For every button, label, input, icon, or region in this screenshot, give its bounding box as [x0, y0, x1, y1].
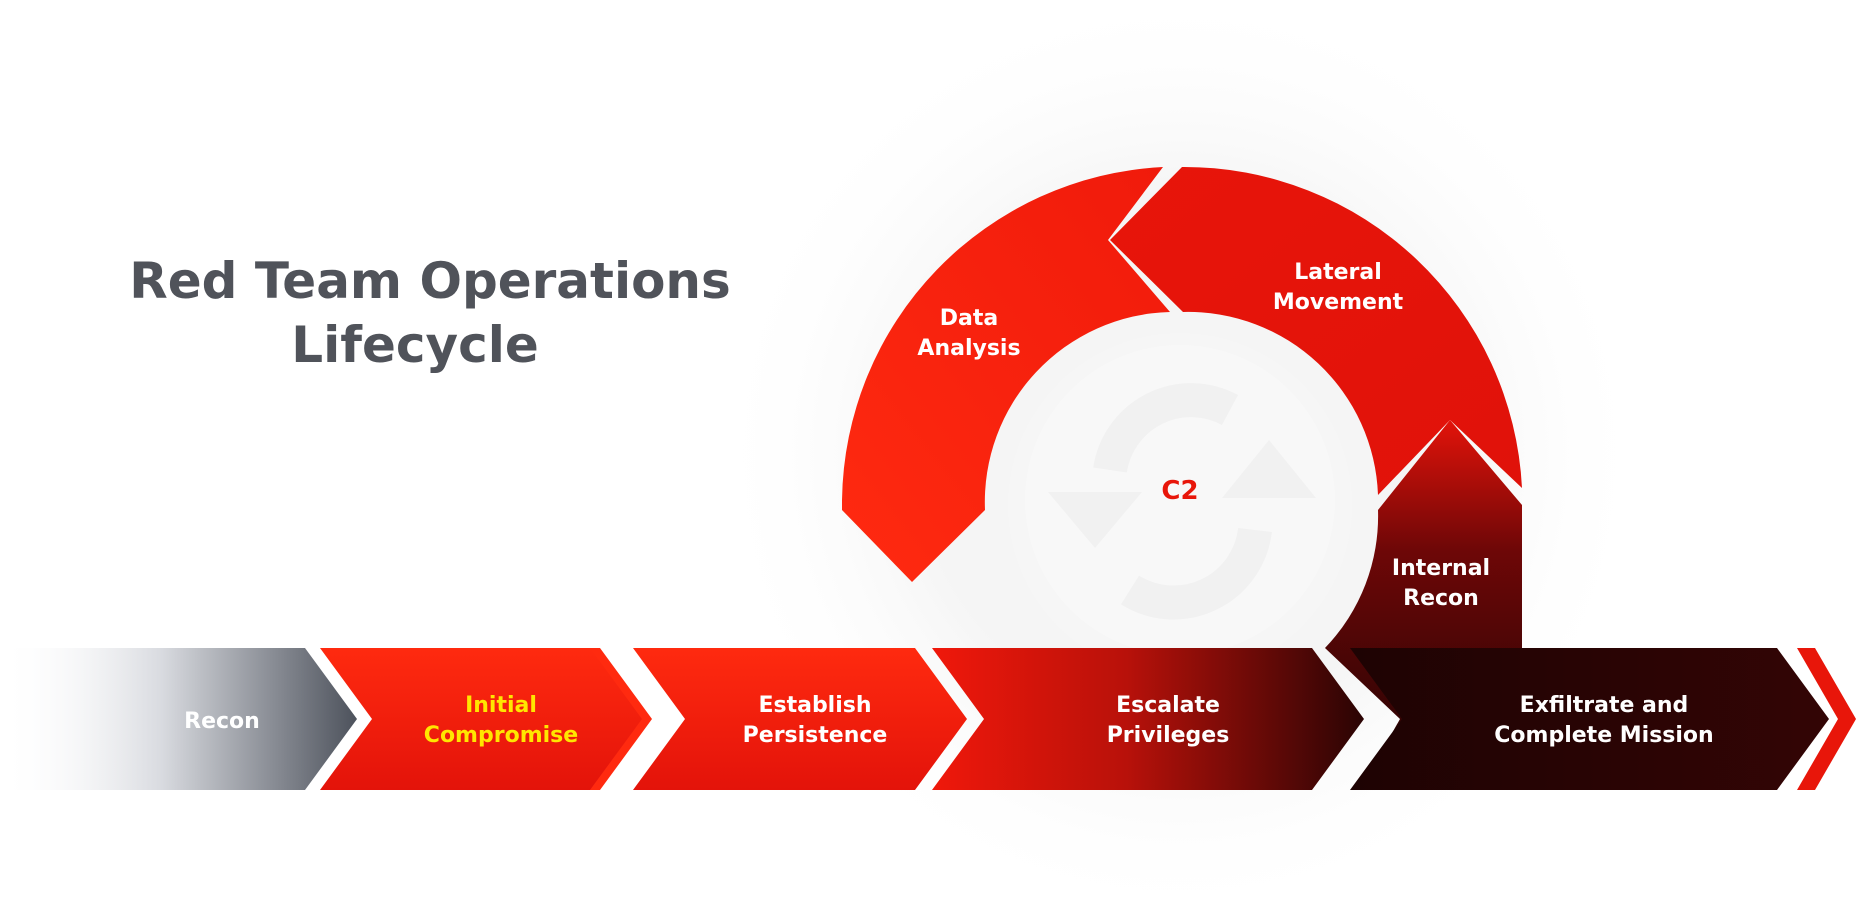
cycle-internal-recon-label-line1: Internal — [1392, 556, 1490, 581]
stage-initial-compromise-label-line1: Initial — [465, 693, 537, 718]
cycle-data-analysis-label-line1: Data — [940, 306, 998, 331]
diagram-title-line2: Lifecycle — [291, 316, 539, 374]
refresh-icon — [1048, 383, 1316, 620]
stage-exfiltrate-label-line2: Complete Mission — [1494, 723, 1713, 748]
cycle-internal-recon-label-line2: Recon — [1403, 586, 1479, 611]
stage-establish-persistence-label-line1: Establish — [758, 693, 871, 718]
stage-escalate-privileges-label-line1: Escalate — [1116, 693, 1220, 718]
stage-establish-persistence-label-line2: Persistence — [743, 723, 888, 748]
stage-recon-label: Recon — [184, 709, 260, 734]
c2-hub-label: C2 — [1161, 476, 1198, 506]
stage-escalate-privileges-label-line2: Privileges — [1107, 723, 1230, 748]
stage-escalate-privileges — [932, 648, 1364, 790]
cycle-segment-lateral-movement — [1110, 166, 1522, 496]
cycle-lateral-movement-label-line1: Lateral — [1294, 260, 1382, 285]
cycle-lateral-movement-label-line2: Movement — [1273, 290, 1404, 315]
end-chevron — [1797, 648, 1856, 790]
cycle-segment-data-analysis — [842, 167, 1170, 582]
cycle-data-analysis-label-line2: Analysis — [917, 336, 1020, 361]
stage-initial-compromise-label-line2: Compromise — [424, 723, 578, 748]
stage-exfiltrate — [1350, 648, 1829, 790]
stage-recon — [0, 648, 357, 790]
stage-exfiltrate-label-line1: Exfiltrate and — [1520, 693, 1689, 718]
stage-establish-persistence — [633, 648, 967, 790]
stage-initial-compromise — [320, 648, 642, 790]
diagram-title-line1: Red Team Operations — [129, 252, 731, 310]
c2-hub-inner — [1025, 345, 1335, 655]
